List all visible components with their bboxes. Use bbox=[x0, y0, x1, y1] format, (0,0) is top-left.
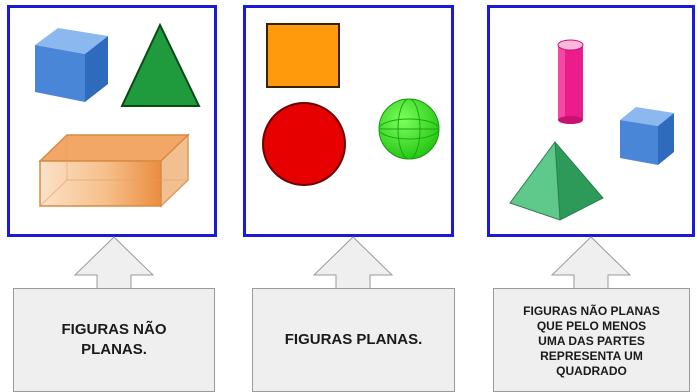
non-plane-figures-panel bbox=[7, 5, 217, 237]
caption-plane-figures: FIGURAS PLANAS. bbox=[252, 288, 455, 392]
caption-callout-square-part: FIGURAS NÃO PLANAS QUE PELO MENOS UMA DA… bbox=[493, 236, 690, 392]
cylinder-icon bbox=[557, 39, 584, 124]
sphere-icon bbox=[378, 98, 440, 160]
non-plane-with-square-panel bbox=[487, 5, 695, 237]
cube-icon bbox=[620, 107, 674, 165]
square-icon bbox=[266, 23, 340, 88]
rectangular-prism-icon bbox=[38, 133, 190, 208]
caption-callout-plane: FIGURAS PLANAS. bbox=[252, 236, 455, 392]
square-pyramid-icon bbox=[509, 141, 604, 221]
caption-callout-non-plane: FIGURAS NÃO PLANAS. bbox=[13, 236, 215, 392]
caption-non-plane-figures: FIGURAS NÃO PLANAS. bbox=[13, 288, 215, 392]
triangle-icon bbox=[120, 22, 201, 107]
caption-non-plane-square-part: FIGURAS NÃO PLANAS QUE PELO MENOS UMA DA… bbox=[493, 288, 690, 392]
cube-icon bbox=[35, 28, 108, 102]
circle-icon bbox=[262, 102, 346, 186]
plane-figures-panel bbox=[243, 5, 454, 237]
